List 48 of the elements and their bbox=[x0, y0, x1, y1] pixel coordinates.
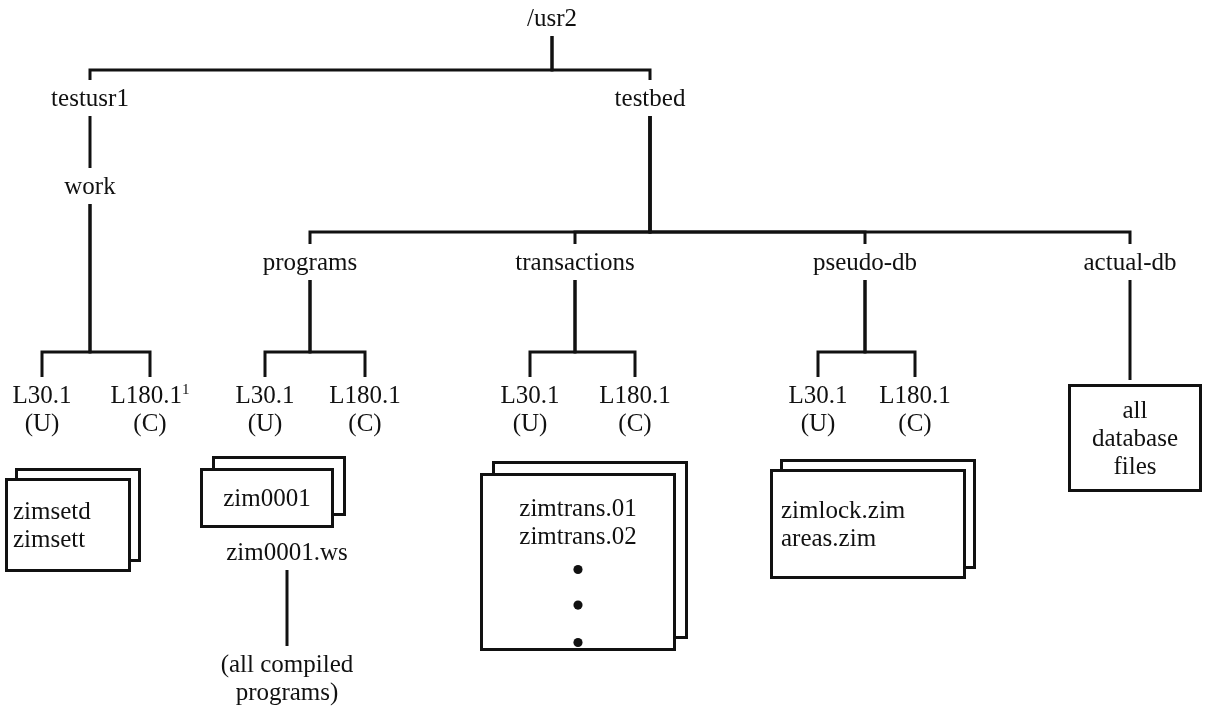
directory-label: zim0001.ws bbox=[226, 538, 348, 566]
tree-connector bbox=[308, 280, 367, 377]
version-label: L30.1 bbox=[788, 381, 848, 409]
directory-label: actual-db bbox=[1083, 248, 1177, 276]
mode-label: (C) bbox=[133, 409, 167, 437]
file-name: zimtrans.02 bbox=[519, 522, 637, 550]
version-label: L180.1 bbox=[599, 381, 671, 409]
tree-connector bbox=[88, 204, 152, 377]
tree-connector bbox=[1128, 280, 1132, 380]
file-name: zim0001 bbox=[223, 484, 311, 512]
mode-label: (U) bbox=[800, 409, 836, 437]
version-label: L180.1$^{1}$ bbox=[110, 381, 190, 409]
box-text: all database files bbox=[1090, 396, 1180, 480]
directory-label: work bbox=[64, 172, 116, 200]
mode-label: (C) bbox=[618, 409, 652, 437]
tree-connector bbox=[863, 280, 917, 377]
tree-connector bbox=[573, 280, 637, 377]
file-name: zimlock.zim bbox=[781, 496, 906, 524]
version-label: L30.1 bbox=[500, 381, 560, 409]
tree-connector bbox=[648, 116, 1132, 244]
tree-connector bbox=[550, 36, 652, 80]
directory-label: /usr2 bbox=[527, 4, 577, 32]
file-name: zimtrans.01 bbox=[519, 494, 637, 522]
file-name: zimsetd bbox=[13, 497, 91, 525]
directory-label: programs bbox=[262, 248, 358, 276]
directory-label: pseudo-db bbox=[812, 248, 918, 276]
stacked-file-box bbox=[770, 459, 976, 579]
mode-label: (U) bbox=[247, 409, 283, 437]
mode-label: (C) bbox=[348, 409, 382, 437]
directory-label: (all compiled programs) bbox=[207, 650, 367, 706]
version-label: L180.1 bbox=[329, 381, 401, 409]
file-box bbox=[1068, 384, 1202, 492]
stacked-file-box bbox=[5, 468, 141, 572]
version-label: L30.1 bbox=[12, 381, 72, 409]
mode-label: (U) bbox=[24, 409, 60, 437]
mode-label: (C) bbox=[898, 409, 932, 437]
directory-label: testusr1 bbox=[51, 84, 129, 112]
directory-label: transactions bbox=[515, 248, 635, 276]
stacked-file-box bbox=[200, 456, 346, 528]
mode-label: (U) bbox=[512, 409, 548, 437]
version-label: L30.1 bbox=[235, 381, 295, 409]
file-name: areas.zim bbox=[781, 524, 877, 552]
stacked-file-box bbox=[480, 461, 688, 651]
tree-connector bbox=[88, 116, 92, 168]
file-name: zimsett bbox=[13, 525, 86, 553]
version-label: L180.1 bbox=[879, 381, 951, 409]
tree-connector bbox=[285, 570, 289, 646]
directory-label: testbed bbox=[614, 84, 686, 112]
